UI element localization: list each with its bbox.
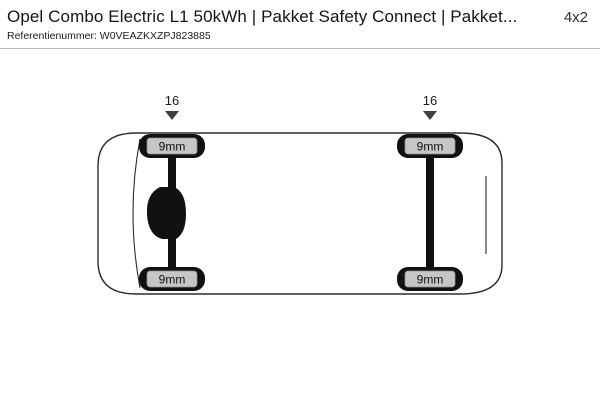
front-axle-marker-icon: [165, 111, 179, 120]
tread-depth-rear-bottom: 9mm: [404, 270, 456, 288]
tread-depth-badge: [404, 137, 456, 155]
tread-depth-rear-top: 9mm: [404, 137, 456, 155]
windshield-line: [132, 138, 141, 289]
tread-depth-text: 9mm: [159, 140, 186, 154]
divider: [0, 48, 600, 49]
rear-wheel-size-label: 16: [423, 93, 437, 108]
reference-number: Referentienummer: W0VEAZKXZPJ823885: [0, 27, 600, 48]
vehicle-title: Opel Combo Electric L1 50kWh | Pakket Sa…: [7, 7, 518, 26]
tread-depth-badge: [146, 137, 198, 155]
tread-depth-text: 9mm: [417, 273, 444, 287]
front-wheel-size-label: 16: [165, 93, 179, 108]
tread-depth-text: 9mm: [417, 140, 444, 154]
reference-label: Referentienummer:: [7, 30, 97, 42]
drivetrain-label: 4x2: [563, 9, 588, 26]
tread-depth-front-bottom: 9mm: [146, 270, 198, 288]
vehicle-top-view: 16 16 9mm 9mm: [97, 93, 503, 295]
tread-depth-badge: [146, 270, 198, 288]
header: Opel Combo Electric L1 50kWh | Pakket Sa…: [0, 0, 600, 27]
vehicle-body-outline: [97, 132, 503, 295]
tread-depth-text: 9mm: [159, 273, 186, 287]
rear-axle-marker-icon: [423, 111, 437, 120]
tread-depth-front-top: 9mm: [146, 137, 198, 155]
front-differential: [146, 187, 186, 239]
rear-axle: [426, 146, 434, 279]
tread-depth-badge: [404, 270, 456, 288]
tire-diagram: 16 16 9mm 9mm: [0, 49, 600, 397]
reference-value: W0VEAZKXZPJ823885: [99, 30, 211, 42]
